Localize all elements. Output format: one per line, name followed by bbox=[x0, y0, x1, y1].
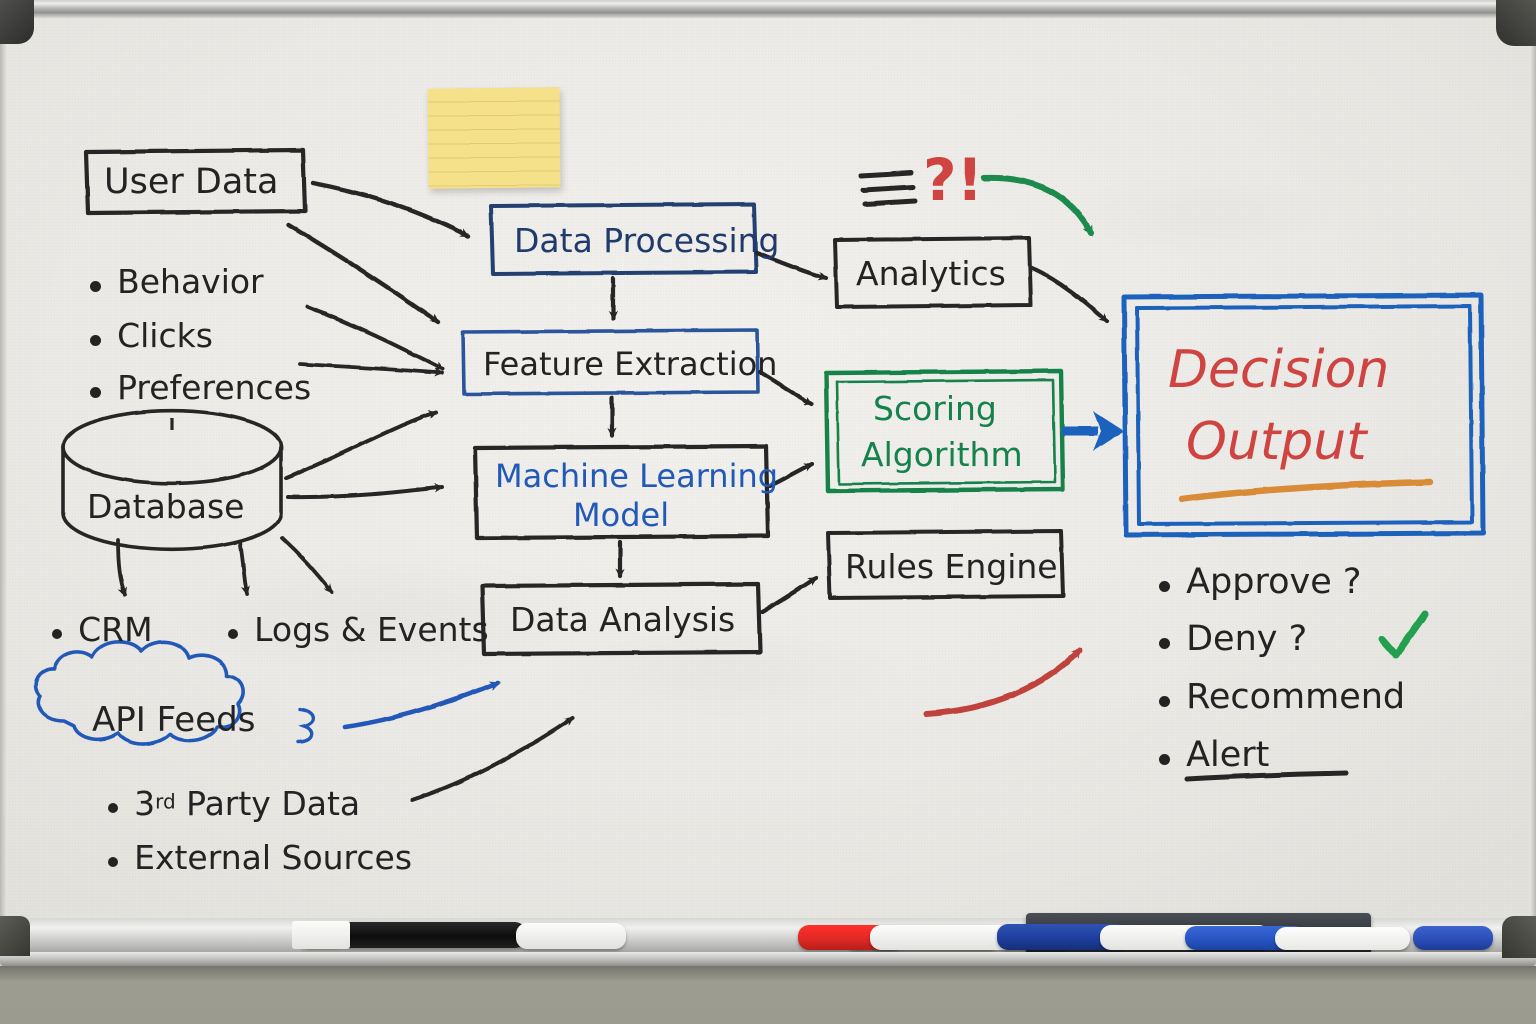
bullet-dot bbox=[90, 386, 101, 398]
decision-output-title-line2: Output bbox=[1186, 412, 1367, 472]
user-data-bullet-1: Clicks bbox=[90, 316, 213, 355]
api-bullet-0: 3rd Party Data bbox=[108, 784, 360, 823]
ml-model-label-line2: Model bbox=[573, 496, 670, 534]
output-bullet-3-label: Alert bbox=[1186, 735, 1270, 775]
tray-bracket-left bbox=[0, 916, 30, 956]
database-bullet-1: Logs & Events bbox=[228, 610, 489, 649]
data-processing-label: Data Processing bbox=[514, 221, 780, 260]
user-data-label: User Data bbox=[104, 162, 279, 202]
sticky-note[interactable] bbox=[427, 87, 561, 189]
blue-marker-3-barrel[interactable] bbox=[1275, 927, 1410, 950]
bullet-dot bbox=[108, 857, 118, 867]
user-data-bullet-0: Behavior bbox=[90, 262, 264, 301]
rules-engine-label: Rules Engine bbox=[845, 547, 1058, 586]
user-data-bullet-0-label: Behavior bbox=[117, 262, 264, 301]
board-corner-top-right bbox=[1496, 0, 1536, 46]
output-bullet-0-label: Approve ? bbox=[1186, 562, 1362, 602]
output-bullet-2-label: Recommend bbox=[1186, 677, 1406, 717]
api-bullet-0-superscript: rd bbox=[155, 789, 176, 814]
sticky-note-lines bbox=[427, 87, 561, 189]
ml-model-label-line1: Machine Learning bbox=[495, 457, 779, 495]
data-analysis-label: Data Analysis bbox=[510, 600, 736, 639]
board-frame-top bbox=[0, 0, 1536, 13]
output-bullet-3: Alert bbox=[1159, 735, 1269, 775]
black-marker-barrel[interactable] bbox=[516, 923, 626, 949]
user-data-bullet-1-label: Clicks bbox=[117, 316, 213, 355]
database-bullet-0: CRM bbox=[52, 610, 153, 649]
bullet-dot bbox=[1159, 695, 1170, 707]
api-bullet-1: External Sources bbox=[108, 838, 412, 877]
output-bullet-1-label: Deny ? bbox=[1186, 619, 1308, 659]
board-frame-top-edge bbox=[0, 13, 1536, 18]
database-bullet-0-label: CRM bbox=[78, 610, 153, 649]
user-data-bullet-2: Preferences bbox=[90, 368, 311, 407]
tray-bracket-right bbox=[1502, 916, 1536, 958]
analytics-label: Analytics bbox=[856, 254, 1006, 293]
board-frame-left bbox=[0, 18, 7, 934]
output-bullet-2: Recommend bbox=[1159, 677, 1405, 717]
api-bullet-1-label: External Sources bbox=[134, 838, 413, 877]
bullet-dot bbox=[90, 280, 101, 292]
scoring-algorithm-label-line2: Algorithm bbox=[861, 435, 1023, 474]
board-frame-right bbox=[1530, 18, 1536, 934]
database-label: Database bbox=[87, 487, 245, 526]
blue-marker-1[interactable] bbox=[1413, 926, 1493, 950]
database-bullet-1-label: Logs & Events bbox=[254, 610, 489, 649]
output-bullet-0: Approve ? bbox=[1159, 562, 1361, 602]
bullet-dot bbox=[108, 803, 118, 813]
marker-tray-shadow bbox=[0, 966, 1536, 982]
user-data-bullet-2-label: Preferences bbox=[117, 368, 312, 407]
bullet-dot bbox=[1159, 580, 1170, 592]
bullet-dot bbox=[228, 629, 238, 639]
bullet-dot bbox=[1159, 637, 1170, 649]
black-marker-label bbox=[292, 921, 350, 949]
scoring-algorithm-label-line1: Scoring bbox=[873, 389, 997, 428]
bullet-dot bbox=[1159, 753, 1170, 765]
api-bullet-0-rest: Party Data bbox=[175, 784, 361, 823]
decision-output-title-line1: Decision bbox=[1168, 340, 1390, 400]
api-bullet-0-main: 3 bbox=[134, 784, 156, 823]
marker-tray-lip bbox=[0, 952, 1536, 966]
bullet-dot bbox=[52, 629, 62, 639]
bullet-dot bbox=[90, 334, 101, 346]
feature-extraction-label: Feature Extraction bbox=[483, 345, 778, 383]
board-corner-top-left bbox=[0, 0, 34, 44]
question-exclaim-annotation: ?! bbox=[923, 146, 984, 214]
api-feeds-label: API Feeds bbox=[92, 700, 256, 740]
output-bullet-1: Deny ? bbox=[1159, 619, 1307, 659]
